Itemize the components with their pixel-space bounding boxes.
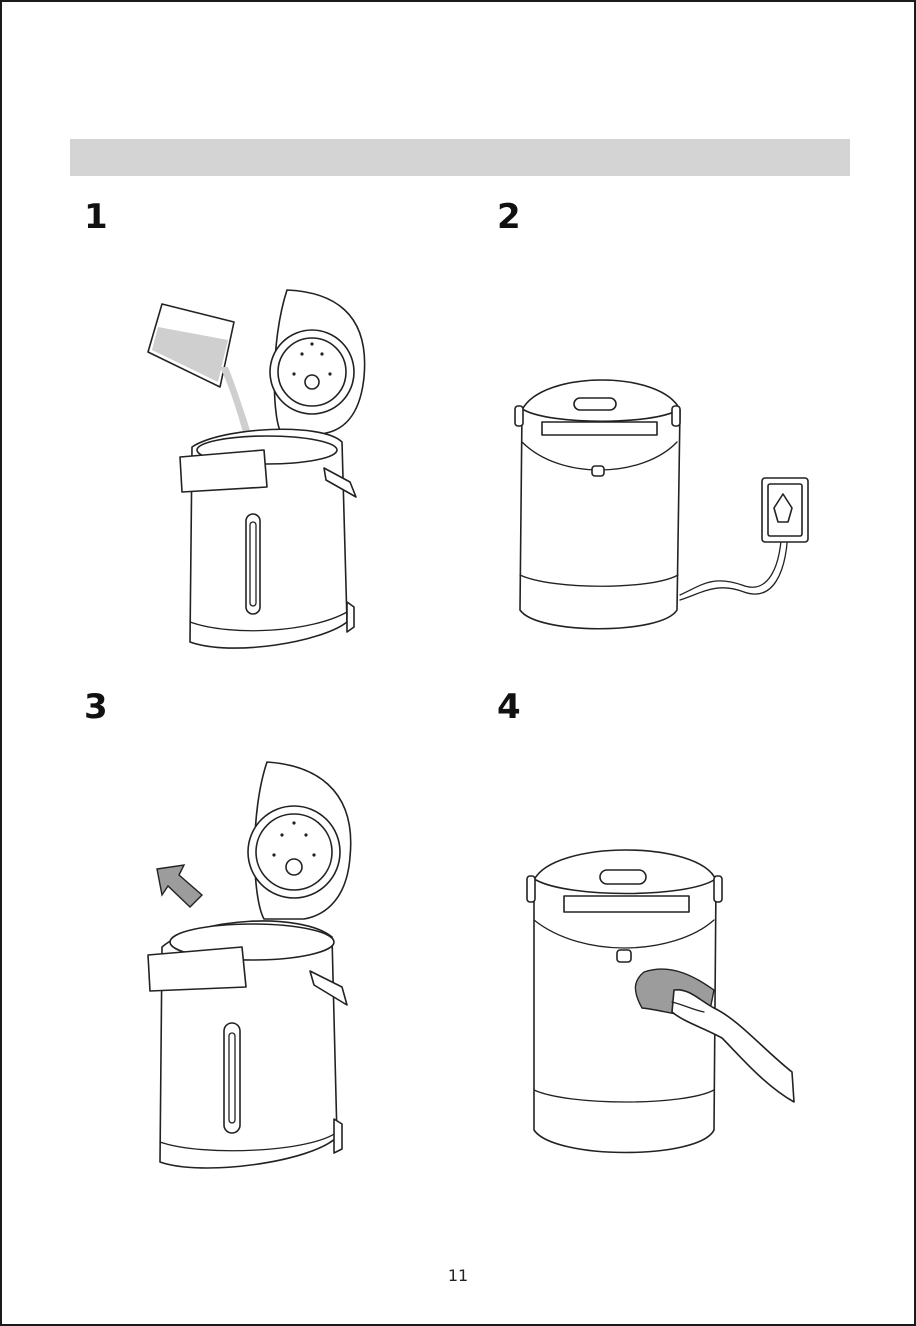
plugged-in-pot-illustration bbox=[512, 370, 812, 640]
step-number-4: 4 bbox=[497, 690, 521, 724]
page-number: 11 bbox=[2, 1266, 914, 1285]
step-number-1: 1 bbox=[84, 200, 108, 234]
wipe-cloth-illustration bbox=[524, 840, 804, 1170]
section-header-bar bbox=[70, 139, 850, 176]
step-number-2: 2 bbox=[497, 200, 521, 234]
step-number-3: 3 bbox=[84, 690, 108, 724]
pouring-water-illustration bbox=[132, 282, 382, 662]
lift-lid-illustration bbox=[142, 757, 392, 1187]
